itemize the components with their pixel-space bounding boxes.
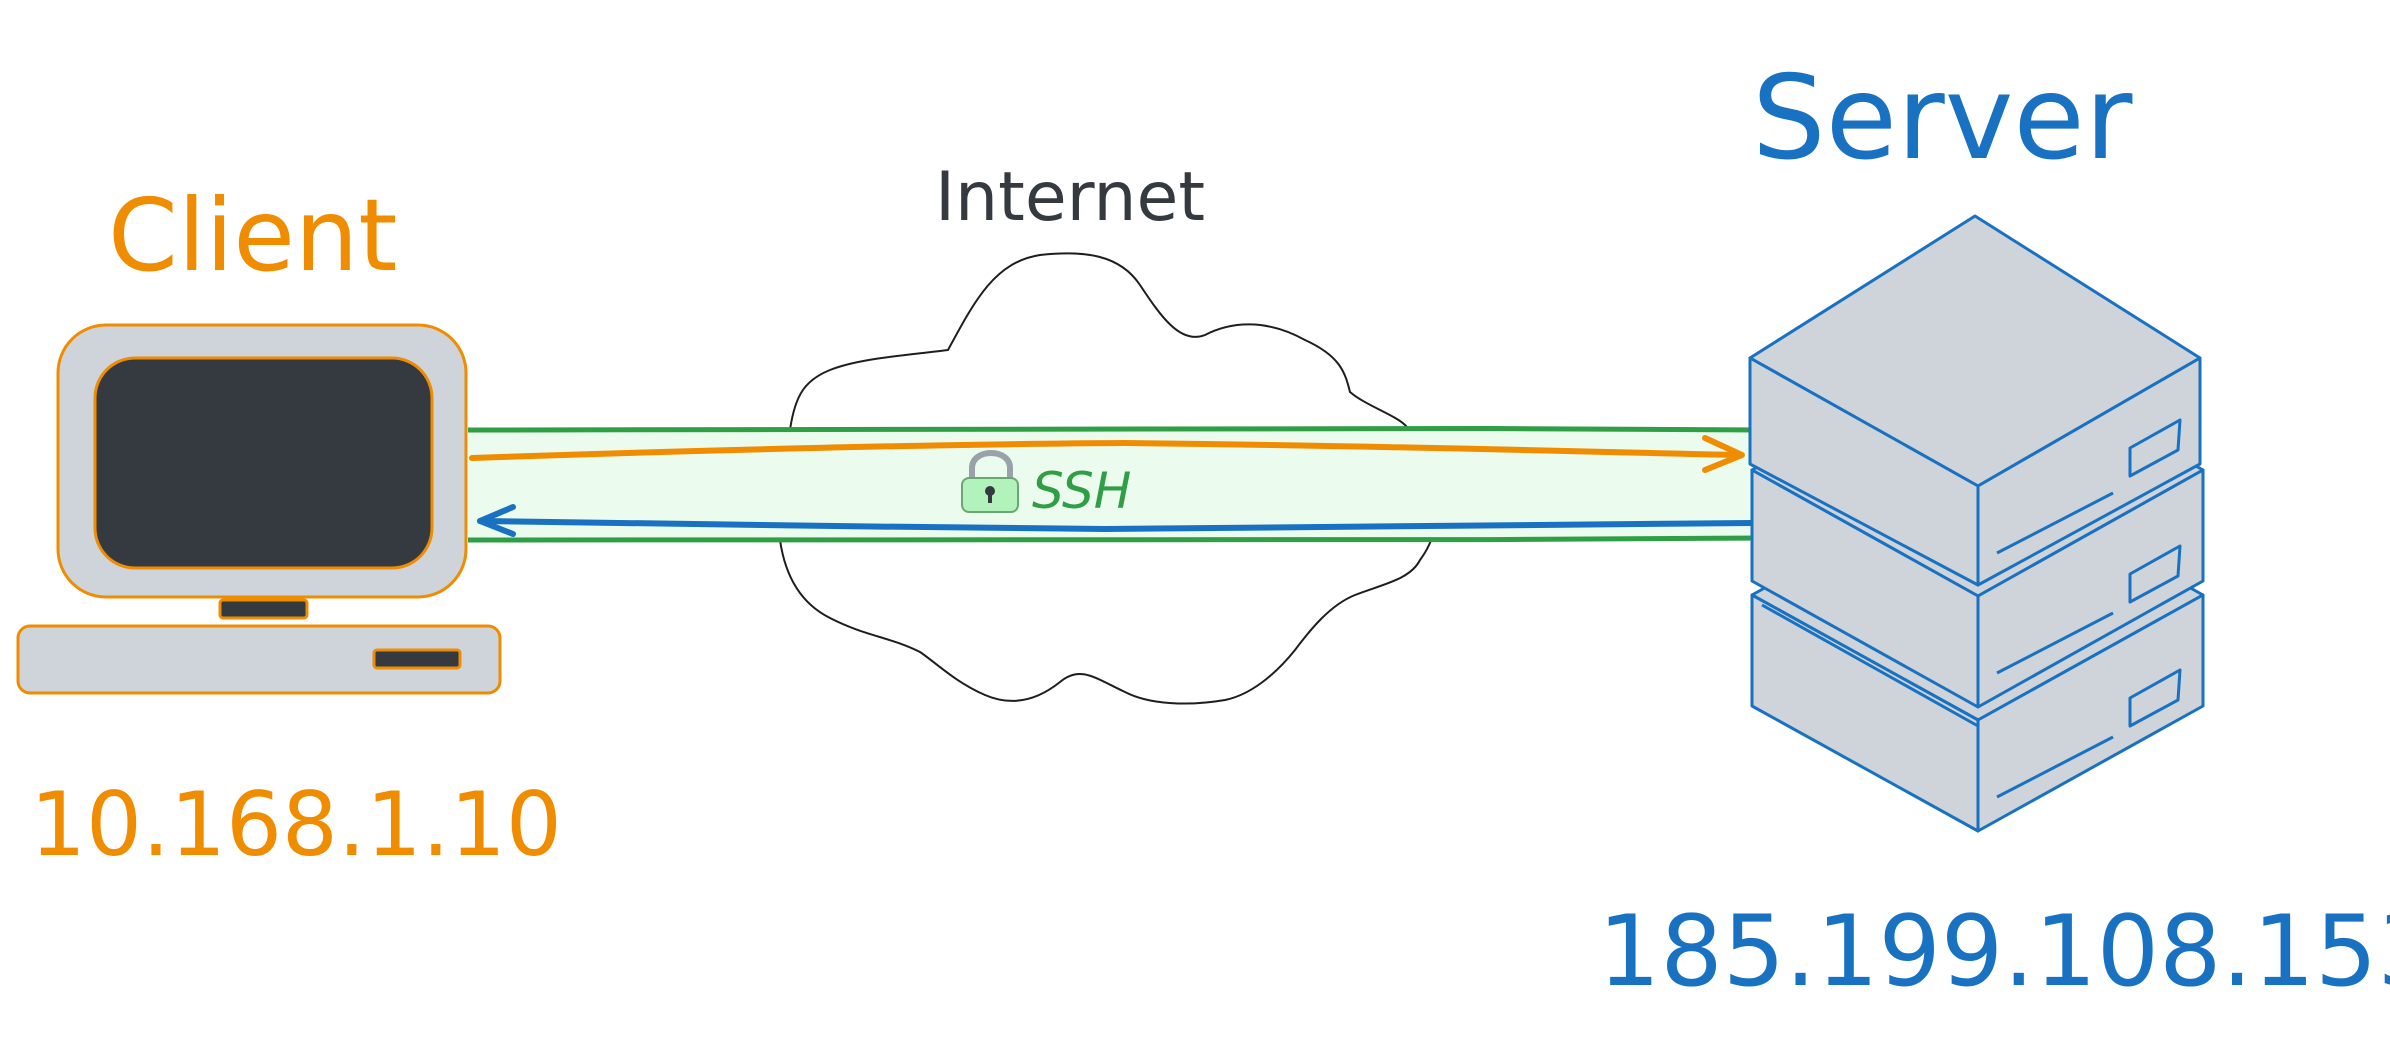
tunnel-label: SSH: [1032, 462, 1131, 520]
request-arrow: [469, 435, 1745, 473]
client-title: Client: [108, 177, 398, 294]
response-arrow: [477, 504, 1755, 537]
computer-icon: [16, 323, 502, 695]
client-ip: 10.168.1.10: [30, 773, 562, 876]
server-title: Server: [1752, 51, 2133, 186]
server-stack-icon: [1748, 214, 2205, 833]
server-unit-top: [1748, 214, 2202, 587]
internet-label: Internet: [935, 158, 1205, 237]
server-ip: 185.199.108.153: [1598, 895, 2390, 1009]
lock-icon: [961, 450, 1019, 513]
